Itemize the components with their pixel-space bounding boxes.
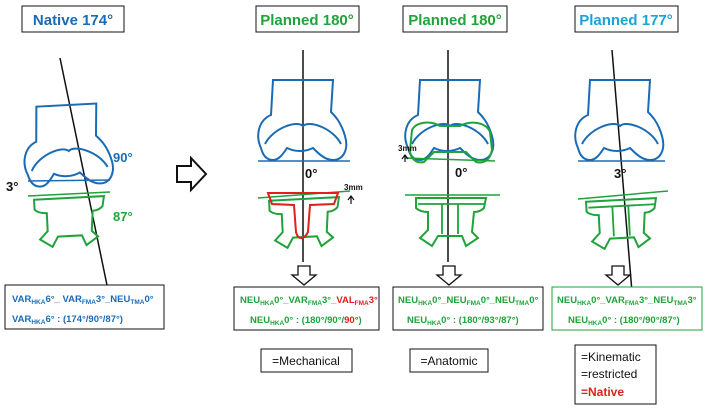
method-label-line: =restricted [581,367,637,381]
femur-outline [404,79,495,161]
formula-line-2: NEUHKA0° : (180°/90°/90°) [250,315,362,327]
mechanical-axis-line [59,57,109,291]
tibial-implant-outline [266,192,340,239]
tibia-outline [33,195,108,249]
panel-title: Planned 180° [260,12,354,29]
title-box [255,5,360,33]
formula-line-1: NEUHKA0°_VARFMA3°_VALFMA3° [240,295,378,307]
formula-line-2: NEUHKA0° : (180°/93°/87°) [407,315,519,327]
method-label: =Anatomic [420,354,477,368]
formula-box [233,286,380,331]
down-arrow-icon [604,265,632,286]
gap-label: 3mm [344,183,363,192]
title-box [21,5,125,33]
joint-angle: 3° [614,166,626,181]
joint-angle: 0° [305,166,317,181]
formula-box [392,286,544,331]
method-label-box [409,348,489,373]
tibial-joint-line [27,191,111,197]
panel-kinematic: Planned 177° 3° NEUHKA0°_VARFMA3°_NEUTMA… [551,5,703,405]
femoral-joint-line [404,157,496,162]
formula-box [551,286,703,331]
tilt-angle: 3° [6,179,18,194]
formula-line-2: NEUHKA0° : (180°/90°/87°) [568,315,680,327]
femoral-joint-line [27,179,111,182]
panel-title: Planned 177° [579,12,673,29]
femur-outline [574,79,665,161]
femur-outline [257,79,348,161]
method-label-line: =Native [581,385,624,399]
down-arrow-icon [435,265,463,286]
up-arrow-icon [401,154,409,162]
method-label-box [260,348,353,373]
panel-mechanical: Planned 180° 0° 3mm NEUHKA0°_VARFMA3°_VA… [233,5,380,373]
joint-angle: 0° [455,165,467,180]
formula-line-1: NEUHKA0°_VARFMA3°_NEUTMA3° [557,295,697,307]
formula-box [4,284,165,330]
tibia-outline [415,197,487,247]
method-label-line: =Kinematic [581,350,641,364]
formula-line-1: NEUHKA0°_NEUFMA0°_NEUTMA0° [398,295,539,307]
right-arrow-icon [176,155,208,193]
panel-anatomic: Planned 180° 3mm 0° NEUHKA0°_NEUFMA0°_NE… [392,5,544,373]
femur-angle: 90° [113,150,133,165]
title-box [402,5,508,33]
down-arrow-icon [290,265,318,286]
method-label: =Mechanical [272,354,340,368]
panel-native: Native 174° 90° 87° 3° VARHKA6°_ VARFMA3… [4,5,165,330]
femoral-implant-outline [408,121,494,164]
formula-line-2: VARHKA6° : (174°/90°/87°) [12,314,123,326]
tibia-angle: 87° [113,209,133,224]
up-arrow-icon [347,195,355,204]
gap-label: 3mm [398,144,417,153]
method-label-box [574,344,657,405]
panel-title: Native 174° [33,12,113,29]
tibial-joint-line [577,190,669,200]
panel-title: Planned 180° [408,12,502,29]
tibia-outline [585,197,660,251]
formula-line-1: VARHKA6°_ VARFMA3°_NEUTMA0° [12,294,154,306]
title-box [574,5,679,33]
femur-outline [20,101,115,189]
mechanical-axis-line [611,49,633,293]
